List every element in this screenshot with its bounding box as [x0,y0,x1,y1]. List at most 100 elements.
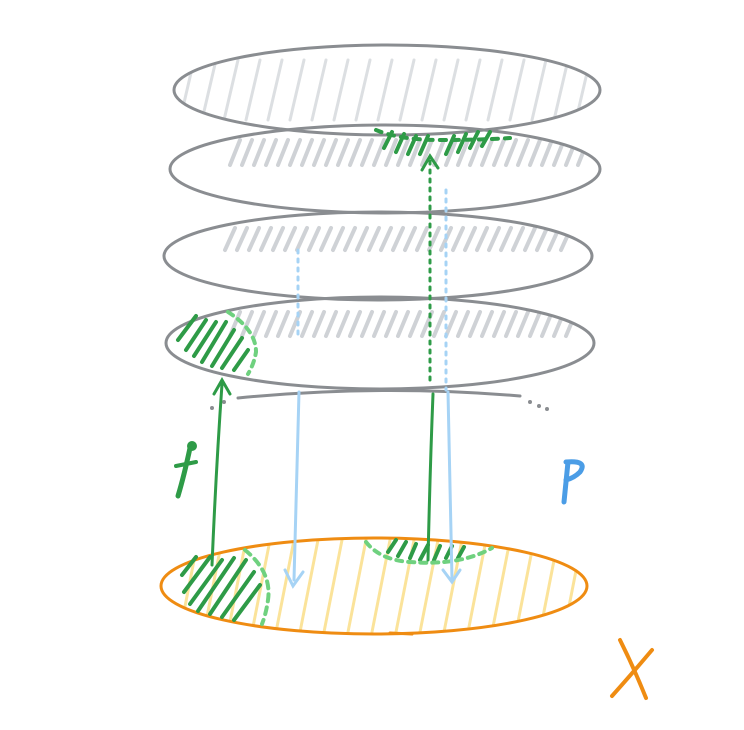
sheet-1-hatch-stroke [332,58,350,122]
sheet-3-hatch-stroke [343,226,357,252]
sheet-2-hatch-stroke [228,138,242,167]
sheet-1-hatch-stroke [464,58,482,122]
sheet-4-hatch-stroke [480,310,494,338]
sheet-1-hatch-stroke [354,58,372,122]
sheet-4-hatch-stroke [360,310,374,338]
sheet-3-hatch-stroke [487,226,501,252]
sheet-2-hatch-stroke [384,138,398,167]
sheet-4-hatch-stroke [492,310,506,338]
sheet-3-hatch-stroke [391,226,405,252]
projection-label-text: p [0,0,1,1]
sheet-3-hatch-stroke [427,226,441,252]
sheet-3-hatch-stroke [331,226,345,252]
sheet-3-hatch-stroke [235,226,249,252]
sheet-2-outline [168,123,602,215]
base-space-hatch-stroke [274,538,296,634]
sheet-3-hatch-stroke [367,226,381,252]
sheet-4-hatch-stroke [300,310,314,338]
sheet-4 [164,295,596,391]
sheet-2-hatch-stroke [480,138,494,167]
sheet-4-hatch [228,310,578,338]
sheet-3-outline [162,210,594,302]
sheet-2-hatch-stroke [252,138,266,167]
sheet-3-hatch-stroke [523,226,537,252]
base-space-hatch-stroke [322,538,344,634]
sheet-2-hatch-stroke [396,138,410,167]
sheet-1-hatch-stroke [310,58,328,122]
sheet-4-hatch-stroke [276,310,290,338]
sheet-1-hatch-stroke [508,58,526,122]
base-space-hatch-stroke [538,538,560,634]
sheet-4-hatch-stroke [516,310,530,338]
sheet-2-hatch-stroke [360,138,374,167]
sheet-1-hatch-stroke [244,58,262,122]
sheet-4-hatch-stroke [432,310,446,338]
base-space-hatch-stroke [346,538,368,634]
sheet-3-hatch-stroke [499,226,513,252]
projection-arrow-right [441,188,462,585]
sheet-4-hatch-stroke [456,310,470,338]
sheet-3-hatch-stroke [403,226,417,252]
sheet-2-hatch-stroke [516,138,530,167]
sheet-3-hatch-stroke [271,226,285,252]
sheet-1-hatch-stroke [398,58,416,122]
sheet-3-hatch-stroke [295,226,309,252]
projection-arrow-left [283,248,305,589]
base-space-hatch-stroke [562,538,584,634]
sheet-4-hatch-stroke [252,310,266,338]
sheet-4-hatch-stroke [348,310,362,338]
base-space-hatch-stroke [490,538,512,634]
sheet-3-hatch-stroke [463,226,477,252]
sheet-2-hatch-stroke [312,138,326,167]
sheet-3-hatch-stroke [535,226,549,252]
sheet-1-hatch-stroke [442,58,460,122]
sheet-3-hatch-stroke [319,226,333,252]
sheet-2-hatch-stroke [456,138,470,167]
sheet-2-hatch-stroke [492,138,506,167]
section-label-text: f [0,0,1,1]
sheet-4-hatch-stroke [444,310,458,338]
section-arrow-left [210,376,232,567]
base-space-outline [159,536,589,636]
sheet-2-hatch-stroke [540,138,554,167]
sheet-2-hatch-stroke [288,138,302,167]
sheet-4-hatch-stroke [264,310,278,338]
base-section-patch-left [180,548,271,626]
sheet-4-section-patch [176,310,259,376]
sheet-2-hatch-stroke [504,138,518,167]
sheet-3-hatch-stroke [511,226,525,252]
sheet-3-hatch-stroke [379,226,393,252]
sheet-3-hatch-stroke [451,226,465,252]
sheet-3-hatch-stroke [415,226,429,252]
base-label-text: X [0,0,1,1]
section-arrow-right [420,153,440,562]
sheet-2-hatch-stroke [468,138,482,167]
sheet-2-hatch-stroke [348,138,362,167]
sheet-2-hatch-stroke [372,138,386,167]
sheet-4-hatch-stroke [468,310,482,338]
sheet-4-outline [164,295,596,391]
more-sheets-ellipsis [210,388,549,411]
sheet-4-hatch-stroke [396,310,410,338]
sheet-3-hatch-stroke [307,226,321,252]
sheet-3-hatch-stroke [283,226,297,252]
sheet-2-hatch-stroke [420,138,434,167]
sheet-1-hatch-stroke [200,58,218,122]
sheet-4-hatch-stroke [240,310,254,338]
sheet-1-hatch [178,58,600,122]
sheet-2-hatch-stroke [408,138,422,167]
sheet-2-hatch-stroke [324,138,338,167]
base-label: X [0,0,654,700]
sheet-1-hatch-stroke [288,58,306,122]
sheet-3-hatch-stroke [247,226,261,252]
sheet-2-hatch-stroke [528,138,542,167]
sheet-1-hatch-stroke [530,58,548,122]
base-space-hatch-stroke [514,538,536,634]
sheet-4-hatch-stroke [528,310,542,338]
sheet-1-hatch-stroke [420,58,438,122]
sheet-3-hatch-stroke [559,226,573,252]
sheet-4-hatch-stroke [408,310,422,338]
sheet-2-hatch-stroke [564,138,578,167]
sheet-1 [172,43,602,137]
